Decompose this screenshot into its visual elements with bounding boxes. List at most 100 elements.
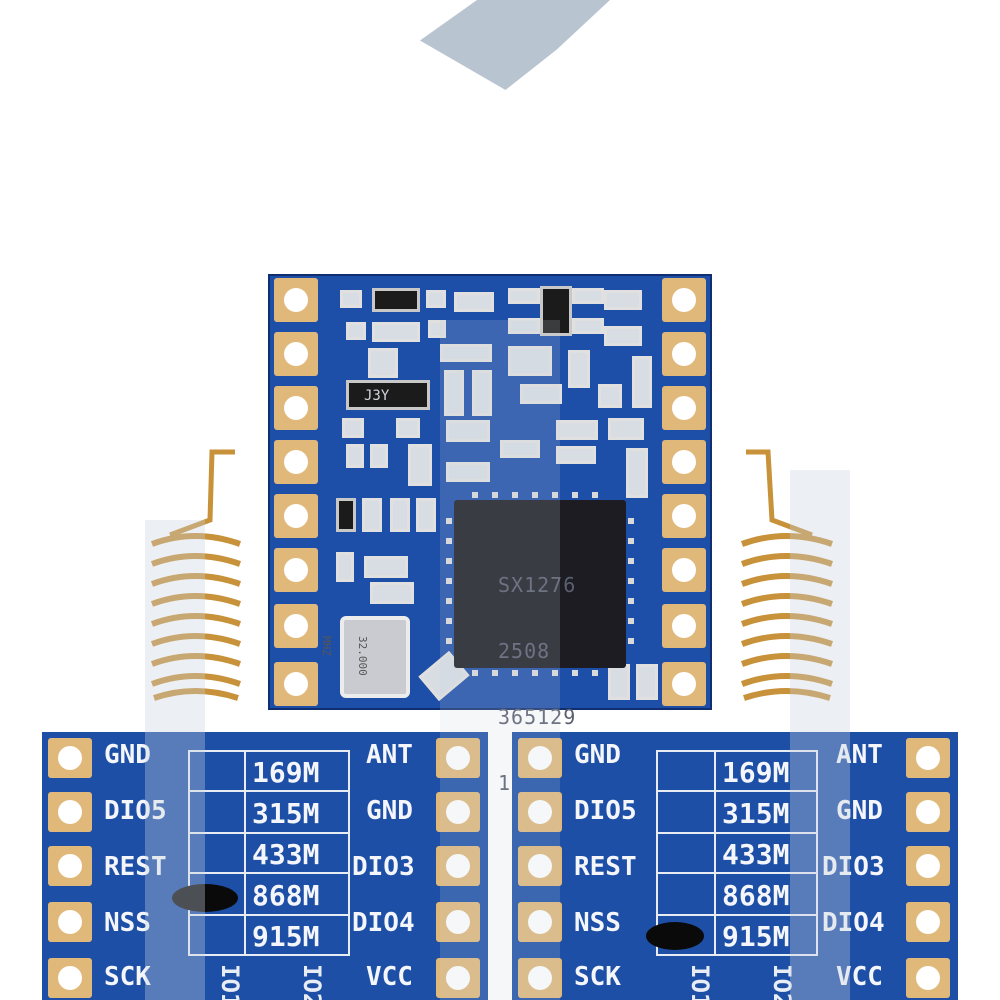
smd-part (508, 318, 540, 334)
table-divider (244, 750, 246, 956)
smd-part (508, 346, 552, 376)
watermark-logo-fragment (420, 0, 610, 90)
smd-part (346, 322, 366, 340)
board-pad (436, 738, 480, 778)
smd-part (408, 444, 432, 486)
pin-label: DIO3 (822, 852, 885, 882)
crystal-oscillator (340, 616, 410, 698)
crystal-marking-line: 32.000 (356, 636, 369, 676)
smd-part (372, 288, 420, 312)
frequency-option: 315M (252, 797, 320, 830)
component-marking: J3Y (364, 388, 390, 404)
castellated-pad (662, 386, 706, 430)
frequency-table (656, 750, 818, 956)
chip-pin (446, 578, 452, 584)
selection-mark (646, 922, 704, 950)
smd-part (572, 318, 604, 334)
table-divider (656, 832, 818, 834)
smd-part (632, 356, 652, 408)
table-divider (188, 832, 350, 834)
chip-pin (592, 492, 598, 498)
chip-pin (628, 638, 634, 644)
pin-label: SCK (104, 962, 151, 992)
smd-part (336, 498, 356, 532)
board-pad (436, 792, 480, 832)
board-pad (48, 958, 92, 998)
board-pad (436, 846, 480, 886)
table-divider (188, 914, 350, 916)
board-pad (436, 958, 480, 998)
smd-part (364, 556, 408, 578)
chip-pin (628, 618, 634, 624)
smd-part (370, 582, 414, 604)
smd-part (362, 498, 382, 532)
smd-part (416, 498, 436, 532)
smd-part (336, 552, 354, 582)
castellated-pad (274, 548, 318, 592)
frequency-option: 433M (722, 838, 790, 871)
board-pad (48, 792, 92, 832)
spring-antenna-right (740, 449, 833, 701)
smd-part (346, 444, 364, 468)
chip-pin (472, 670, 478, 676)
frequency-option: 169M (252, 756, 320, 789)
pin-label: DIO5 (104, 796, 167, 826)
table-divider (188, 872, 350, 874)
frequency-option: 915M (722, 920, 790, 953)
crystal-marking-line: MHZ (320, 636, 333, 656)
board-pad (518, 792, 562, 832)
pin-label: GND (366, 796, 413, 826)
smd-part (454, 292, 494, 312)
smd-part (342, 418, 364, 438)
chip-pin (446, 638, 452, 644)
castellated-pad (274, 604, 318, 648)
table-divider (656, 914, 818, 916)
board-pad (906, 792, 950, 832)
watermark-stroke (790, 470, 850, 1000)
chip-marking-line: 1 (498, 771, 512, 795)
smd-part (446, 462, 490, 482)
spring-antenna-left (150, 449, 242, 701)
frequency-option: 315M (722, 797, 790, 830)
chip-pin (492, 670, 498, 676)
smd-part (520, 384, 562, 404)
pin-label: REST (574, 852, 637, 882)
pin-label: VCC (836, 962, 883, 992)
chip-pin (552, 670, 558, 676)
pin-label: NSS (104, 908, 151, 938)
smd-part (396, 418, 420, 438)
smd-part (540, 286, 572, 336)
castellated-pad (274, 662, 318, 706)
smd-part (568, 350, 590, 388)
smd-part (636, 664, 658, 700)
pin-label: GND (104, 740, 151, 770)
chip-pin (446, 518, 452, 524)
pin-label: SCK (574, 962, 621, 992)
frequency-option: 433M (252, 838, 320, 871)
board-pad (48, 902, 92, 942)
castellated-pad (662, 440, 706, 484)
chip-pin (512, 492, 518, 498)
pin-label: DIO4 (352, 908, 415, 938)
smd-part (598, 384, 622, 408)
pin-label: NSS (574, 908, 621, 938)
chip-pin (446, 618, 452, 624)
silkscreen-mark: IO1 (216, 964, 244, 1000)
board-pad (906, 902, 950, 942)
sx1276-chip (446, 492, 634, 676)
board-pad (518, 846, 562, 886)
chip-marking: SX1276 2508 365129 1 (498, 530, 576, 838)
pin-label: REST (104, 852, 167, 882)
castellated-pad (662, 662, 706, 706)
board-pad (906, 738, 950, 778)
castellated-pad (662, 548, 706, 592)
smd-part (340, 290, 362, 308)
chip-pin (446, 558, 452, 564)
board-pad (518, 902, 562, 942)
castellated-pad (662, 332, 706, 376)
smd-part (428, 320, 446, 338)
chip-marking-line: 365129 (498, 705, 577, 729)
watermark-stroke (440, 320, 560, 1000)
table-divider (714, 750, 716, 956)
smd-part (446, 420, 490, 442)
